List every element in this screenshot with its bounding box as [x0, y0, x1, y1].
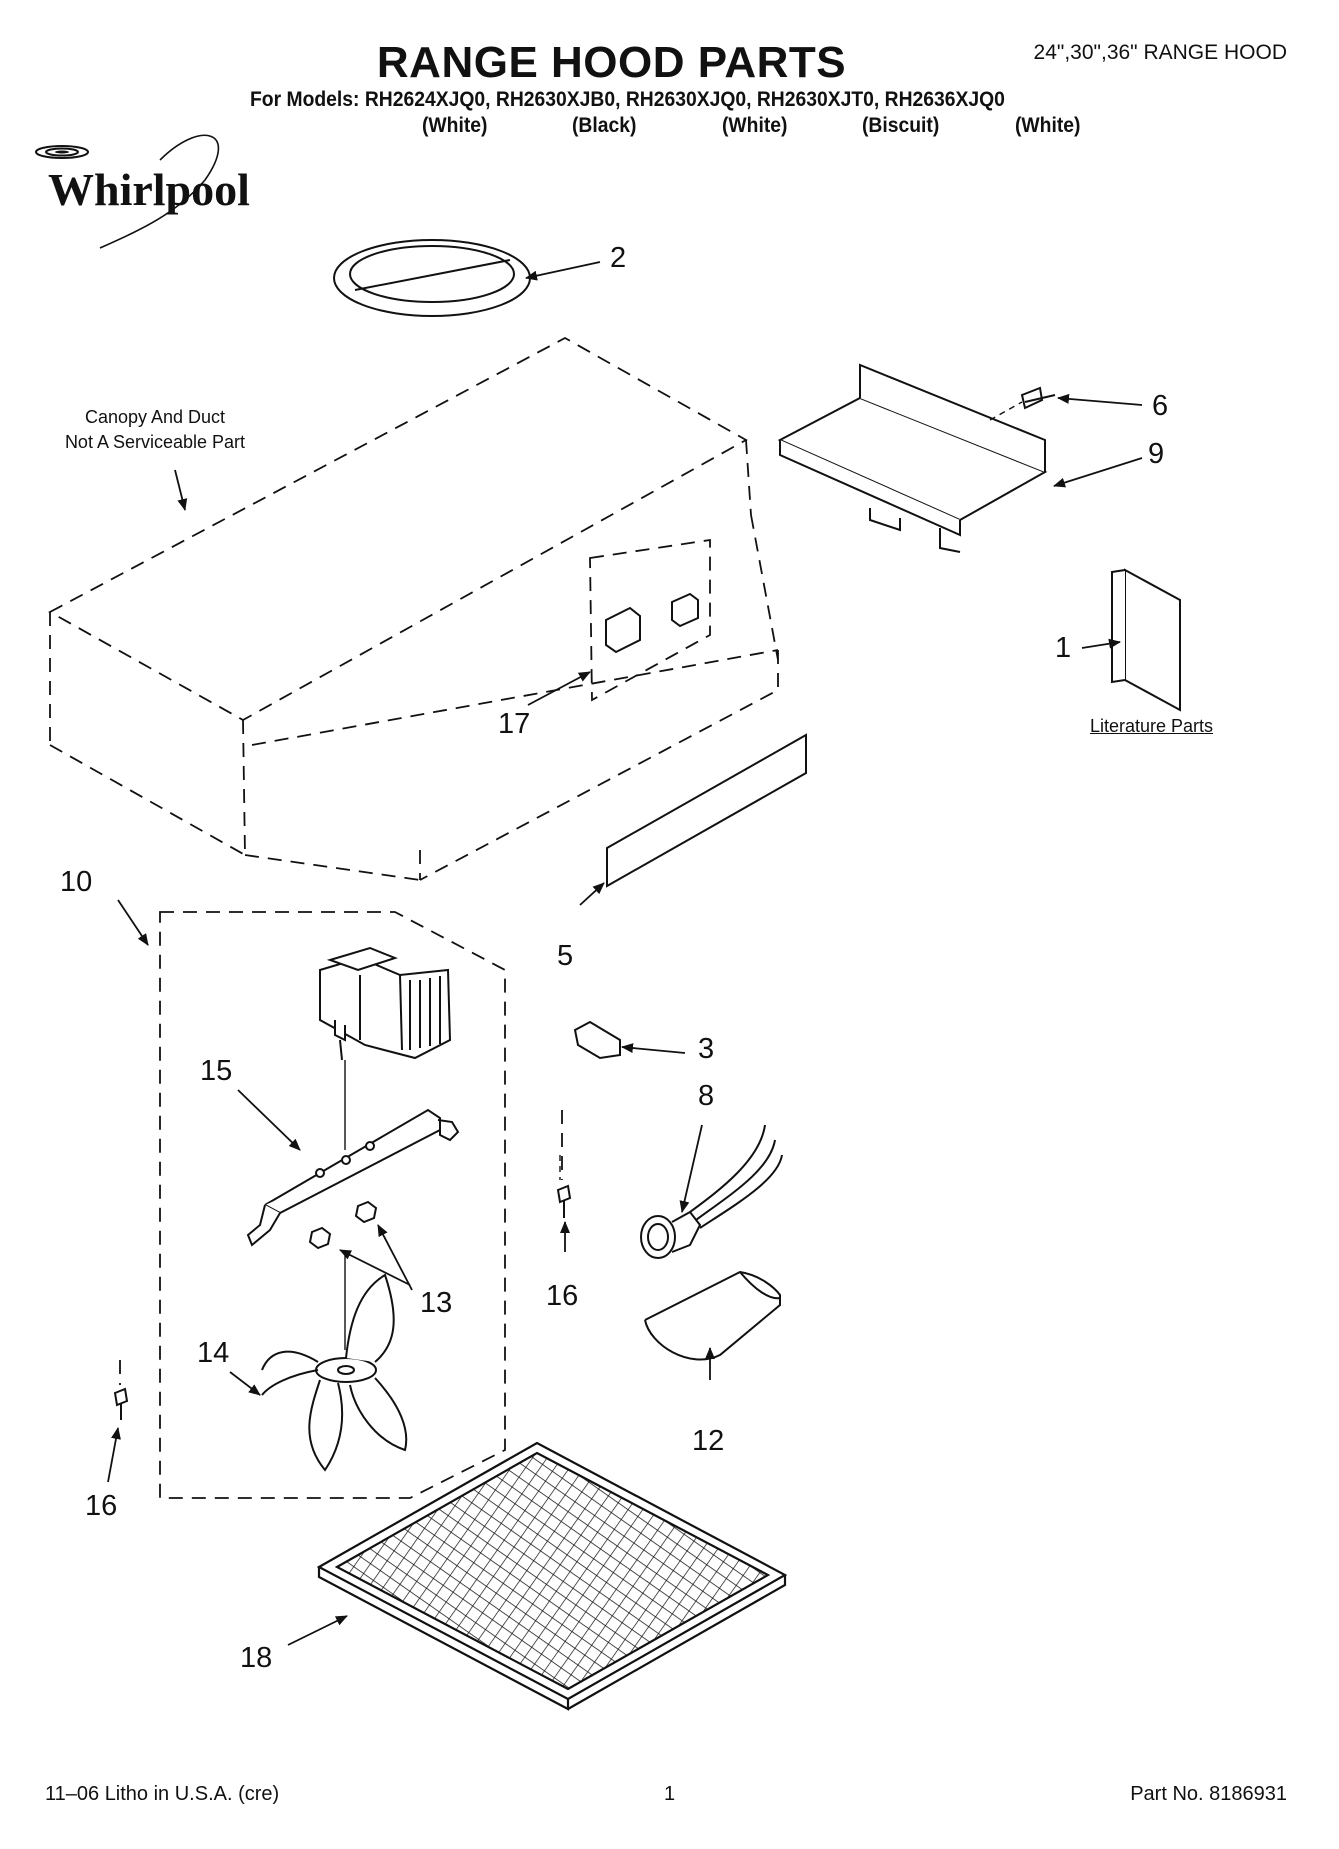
damper-plate	[333, 239, 531, 317]
screw	[1020, 386, 1056, 410]
callout-6: 6	[1152, 390, 1169, 422]
caution-label	[606, 733, 807, 888]
variant-label: (White)	[422, 114, 488, 137]
motor-bracket	[246, 1108, 460, 1247]
literature-booklet	[1111, 568, 1181, 712]
fan-blade	[261, 1273, 408, 1472]
canopy-outline	[48, 336, 779, 881]
blower-motor	[319, 946, 452, 1061]
callout-8: 8	[698, 1080, 715, 1112]
callout-16: 16	[85, 1490, 118, 1522]
callout-12: 12	[692, 1425, 725, 1457]
literature-parts-label: Literature Parts	[1090, 716, 1214, 736]
page-title: RANGE HOOD PARTS	[376, 38, 847, 87]
variant-label: (White)	[1015, 114, 1081, 137]
callout-5: 5	[557, 940, 574, 972]
callout-16: 16	[546, 1280, 579, 1312]
lamp-socket	[640, 1124, 783, 1259]
rocker-switches	[605, 592, 699, 654]
variant-label: (White)	[722, 114, 788, 137]
callout-17: 17	[498, 708, 531, 740]
callout-3: 3	[698, 1033, 715, 1065]
variant-label: (Biscuit)	[862, 114, 940, 137]
leader-arrows	[107, 261, 1143, 1646]
callout-14: 14	[197, 1337, 230, 1369]
switch-box-outline	[589, 538, 711, 702]
page-number: 1	[664, 1783, 676, 1805]
whirlpool-logo: Whirlpool	[35, 134, 250, 249]
grease-filter	[316, 1441, 788, 1711]
models-line: For Models: RH2624XJQ0, RH2630XJB0, RH26…	[250, 88, 1005, 111]
callout-1: 1	[1055, 632, 1072, 664]
callout-13: 13	[420, 1287, 453, 1319]
callout-2: 2	[610, 242, 627, 274]
variant-label: (Black)	[572, 114, 637, 137]
mounting-screws	[113, 1184, 572, 1420]
light-panel	[777, 363, 1048, 553]
hex-nuts	[308, 1200, 378, 1250]
canopy-note: Canopy And Duct Not A Serviceable Part	[64, 407, 246, 452]
callout-15: 15	[200, 1055, 233, 1087]
footer-litho: 11–06 Litho in U.S.A. (cre)	[45, 1783, 280, 1805]
motor-assembly-outline	[159, 911, 506, 1499]
callout-10: 10	[60, 866, 93, 898]
callout-18: 18	[240, 1642, 273, 1674]
logo-wordmark: Whirlpool	[48, 164, 250, 215]
page-subtitle: 24",30",36" RANGE HOOD	[1033, 41, 1287, 64]
light-lens	[644, 1270, 781, 1361]
lens-clip	[573, 1020, 621, 1060]
part-number: Part No. 8186931	[1130, 1783, 1287, 1805]
callout-9: 9	[1148, 438, 1165, 470]
